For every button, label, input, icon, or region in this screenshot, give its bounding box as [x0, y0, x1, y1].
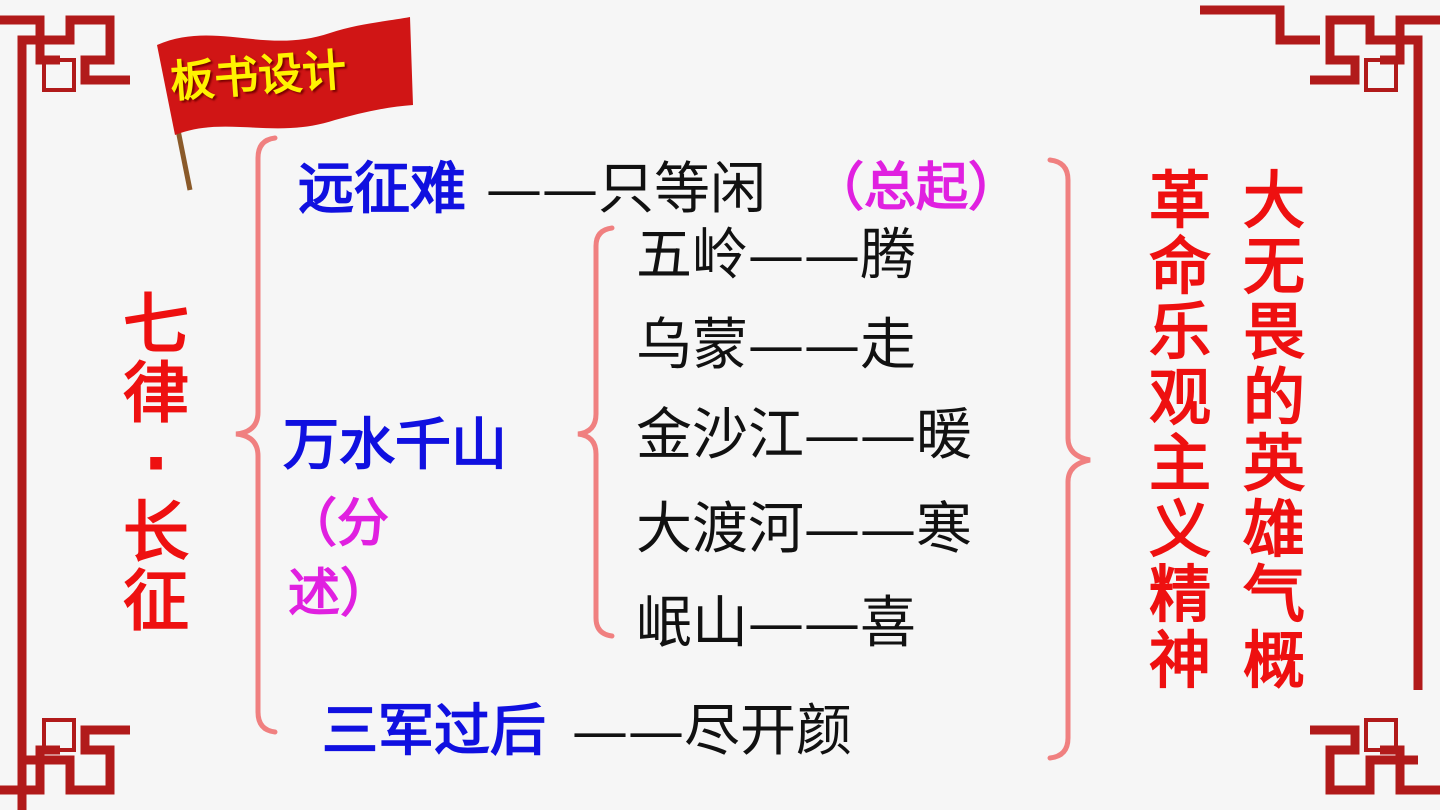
detail-line-1: 五岭——腾	[636, 223, 916, 288]
middle-note-line2: 述）	[288, 564, 393, 624]
middle-note-line1: （分	[285, 494, 390, 554]
detail-line-2: 乌蒙——走	[636, 313, 916, 378]
top-line-part1: 远征难	[298, 157, 466, 222]
detail-line-4: 大渡河——寒	[636, 497, 972, 562]
right-outer-brace	[1047, 157, 1091, 761]
poem-title: 七律·长征	[123, 286, 189, 641]
flag-cloth	[157, 17, 413, 135]
flag-banner	[157, 17, 413, 191]
middle-label: 万水千山	[283, 413, 507, 478]
left-outer-brace	[235, 135, 278, 735]
right-column-spirit: 革命乐观主义精神	[1148, 164, 1211, 698]
detail-line-5: 岷山——喜	[636, 591, 916, 656]
inner-brace	[577, 225, 615, 639]
bottom-line-part1: 三军过后	[322, 699, 546, 764]
top-line-part2: ——只等闲	[486, 157, 766, 222]
top-line-note: （总起）	[812, 158, 1021, 218]
detail-line-3: 金沙江——暖	[636, 403, 972, 468]
right-column-heroism: 大无畏的英雄气概	[1242, 164, 1305, 698]
bottom-line-part2: ——尽开颜	[572, 699, 852, 764]
